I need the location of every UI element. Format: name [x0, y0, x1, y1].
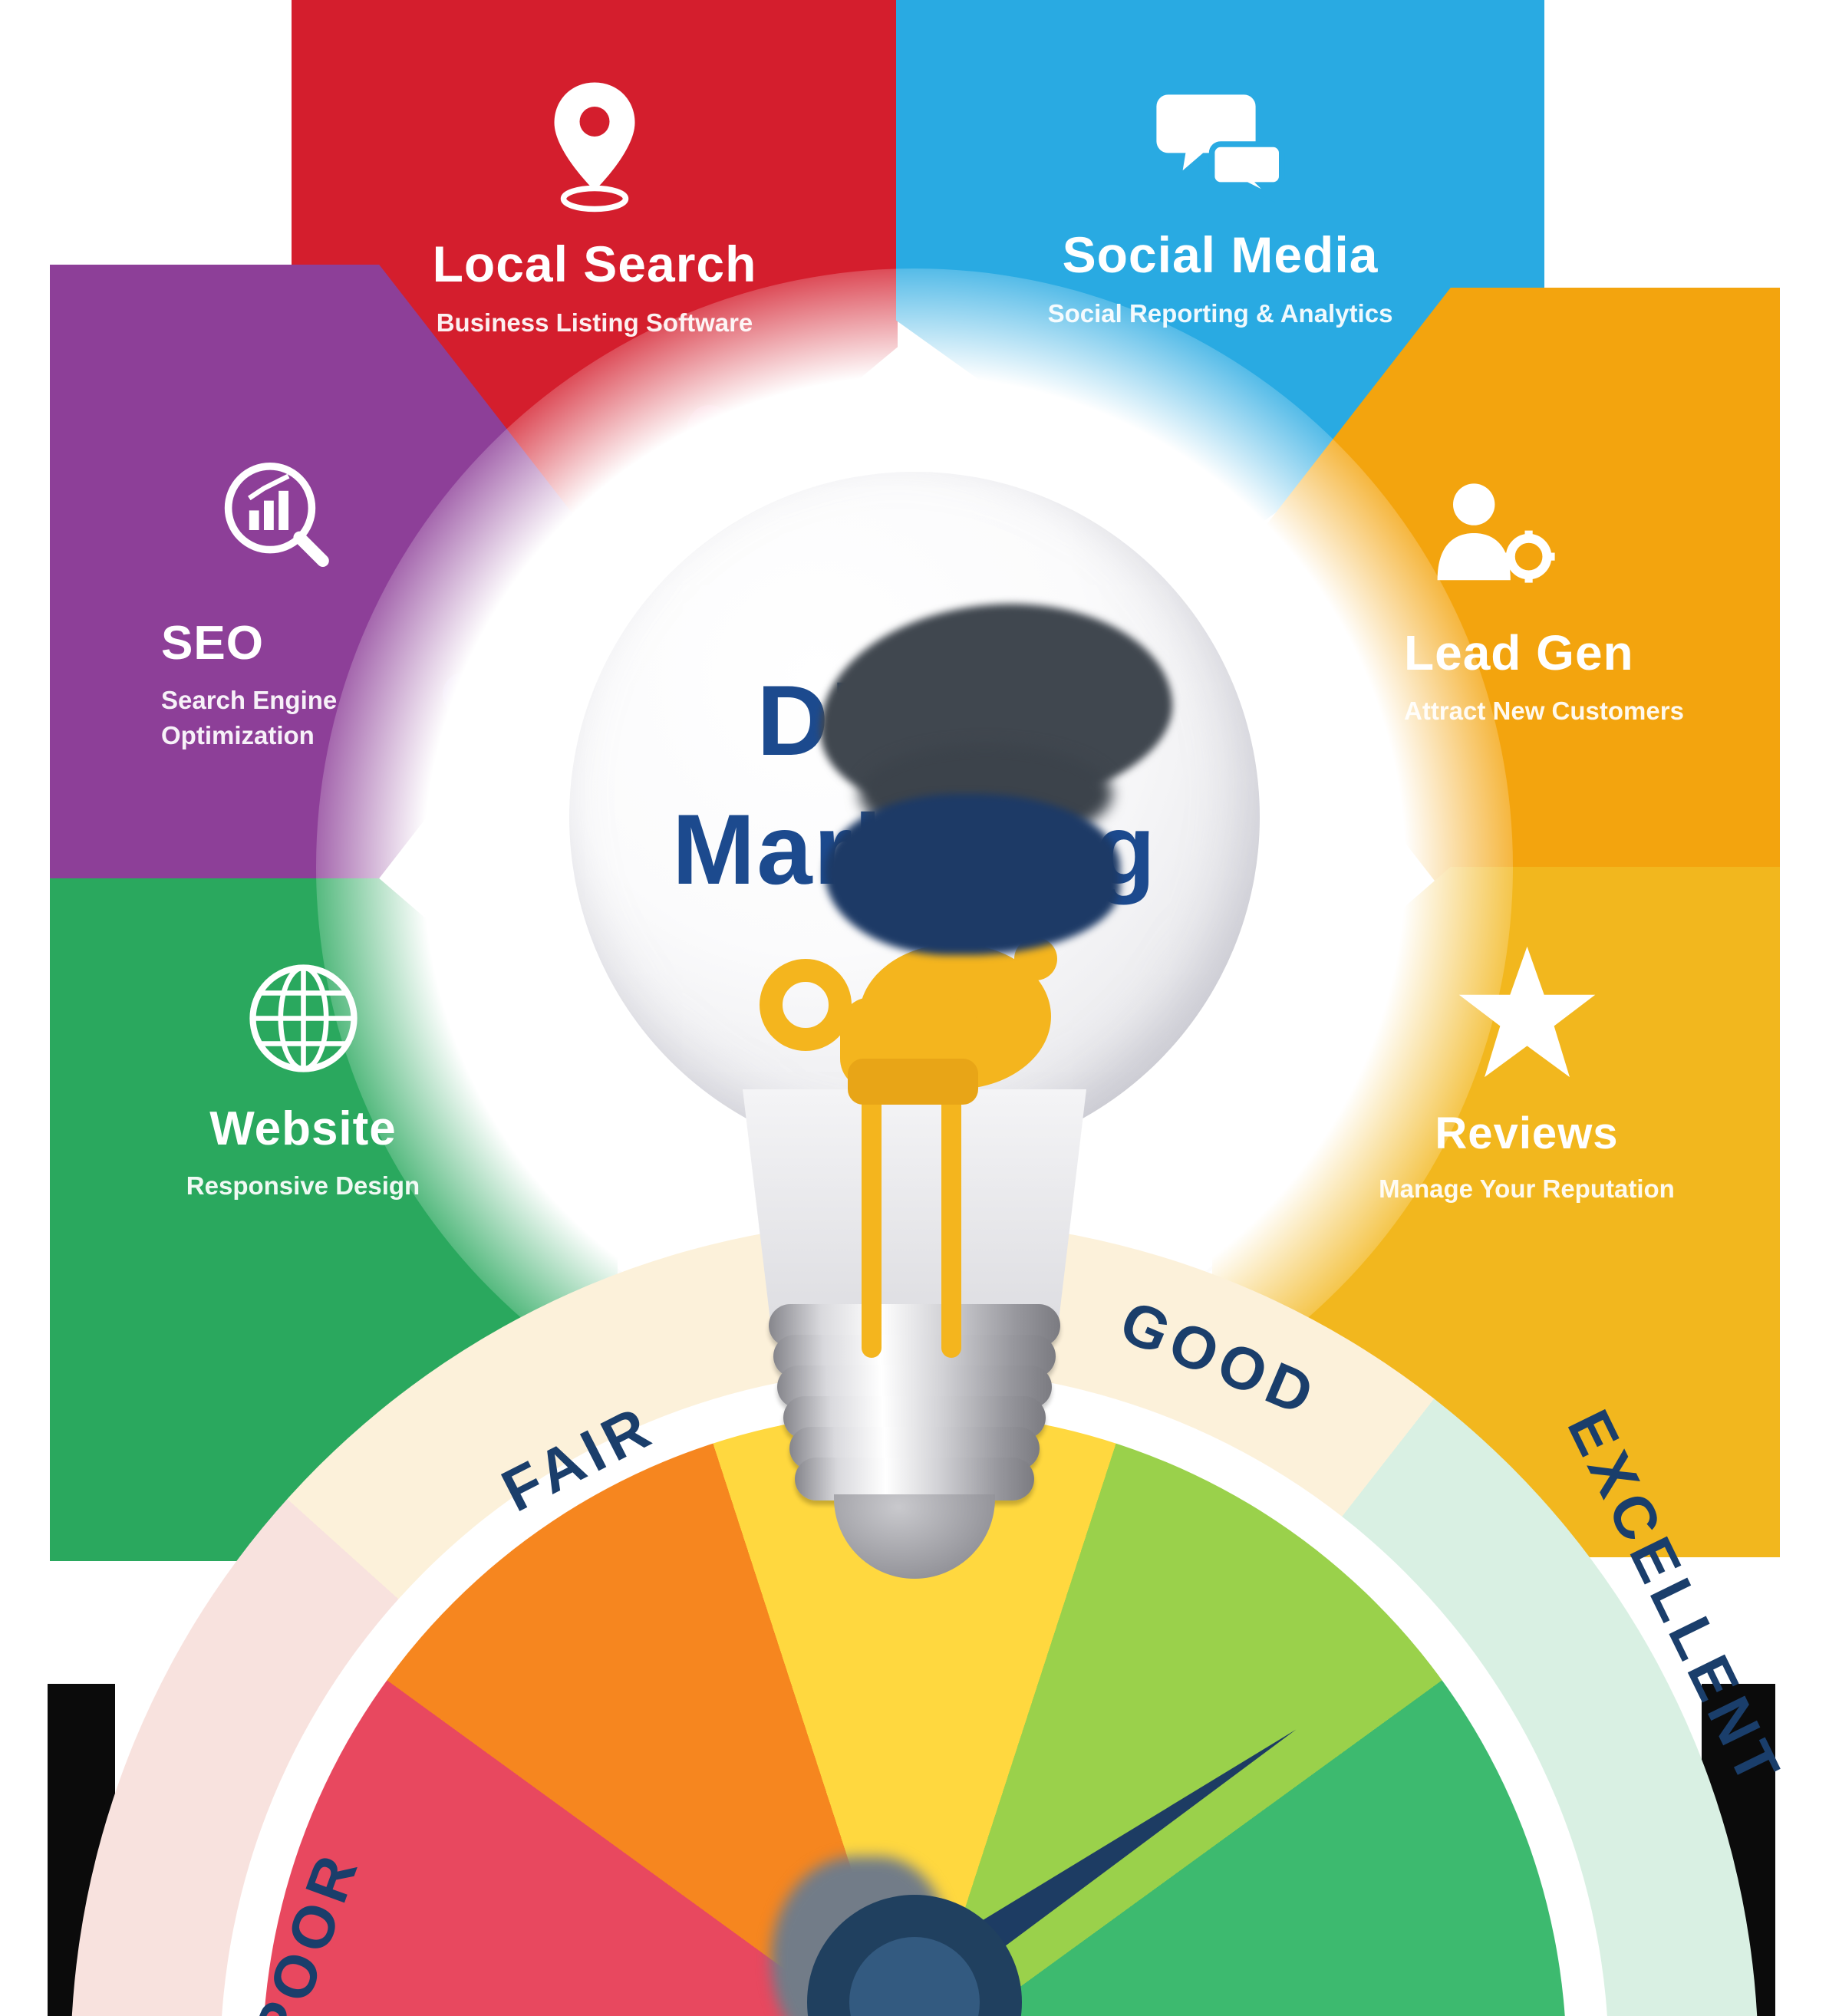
star-icon	[1458, 946, 1595, 1078]
lead-gen-person-icon	[1437, 483, 1555, 583]
light-bulb-screw-base	[769, 1304, 1060, 1579]
panel-content: Website Responsive Design	[50, 878, 556, 1204]
screw-contact-tip	[834, 1494, 995, 1579]
chat-bubbles-icon	[1155, 94, 1285, 203]
seo-analytics-icon	[224, 463, 329, 567]
light-bulb-neck	[743, 1089, 1086, 1319]
bulb-filament-icon	[760, 937, 1057, 1358]
seo-label: SEO	[161, 617, 264, 670]
reviews-sublabel: Manage Your Reputation	[1379, 1174, 1675, 1203]
panel-content: Reviews Manage Your Reputation	[1212, 867, 1780, 1207]
reviews-label: Reviews	[1435, 1108, 1619, 1158]
panel-content: Local Search Business Listing Software	[292, 0, 898, 341]
website-sublabel: Responsive Design	[186, 1171, 420, 1200]
location-pin-icon	[554, 82, 635, 212]
social-media-label: Social Media	[1062, 226, 1379, 283]
screw-ridge	[795, 1458, 1034, 1500]
seo-sublabel: Search Engine Optimization	[161, 686, 338, 749]
obscuring-mark-navy	[825, 794, 1120, 955]
local-search-label: Local Search	[432, 236, 757, 292]
website-label: Website	[209, 1102, 397, 1155]
panel-content: SEO Search Engine Optimization	[50, 265, 618, 753]
panel-content: Social Media Social Reporting & Analytic…	[896, 0, 1544, 331]
